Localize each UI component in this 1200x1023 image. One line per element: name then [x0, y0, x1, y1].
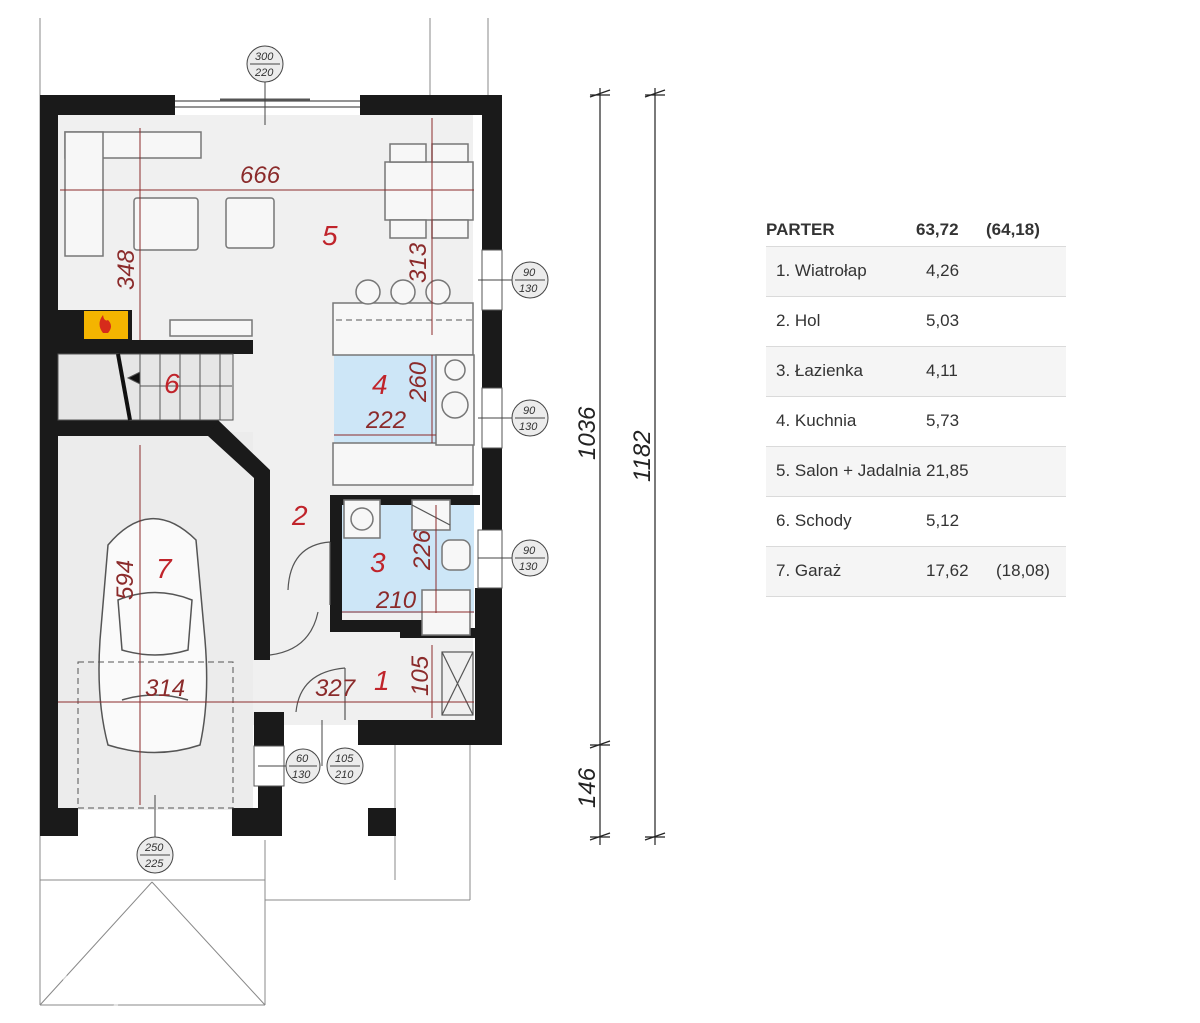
dim-garage-depth: 594 — [112, 560, 139, 600]
entry-door-width: 105 — [335, 753, 354, 765]
dim-bath-depth: 226 — [409, 529, 436, 571]
room-number-5: 5 — [322, 220, 338, 251]
room-number-3: 3 — [370, 547, 386, 578]
dim-bath-width: 210 — [375, 587, 417, 614]
room-name: 4. Kuchnia — [776, 411, 857, 430]
room-number-6: 6 — [164, 368, 180, 399]
room-name: 5. Salon + Jadalnia — [776, 461, 922, 480]
room-area: 17,62 — [926, 561, 969, 580]
room-area-alt: (18,08) — [996, 561, 1050, 580]
entry-window-height: 130 — [292, 769, 311, 781]
staircase — [57, 353, 234, 421]
dim-total-height: 1036 — [574, 406, 601, 460]
dimension-lines — [58, 118, 474, 805]
dim-vestibule-depth: 105 — [407, 655, 434, 696]
room-name: 1. Wiatrołap — [776, 261, 867, 280]
area-summary-table: PARTER 63,72 (64,18) 1. Wiatrołap 4,26 2… — [766, 214, 1066, 597]
table-row: 2. Hol 5,03 — [766, 297, 1066, 347]
room-name: 3. Łazienka — [776, 361, 863, 380]
garage-door-height: 225 — [144, 858, 164, 870]
dim-kuchnia-depth: 260 — [405, 361, 432, 403]
table-row: 3. Łazienka 4,11 — [766, 347, 1066, 397]
room-number-1: 1 — [374, 665, 390, 696]
room-area: 5,12 — [926, 511, 960, 530]
dim-kitchen-depth: 313 — [405, 242, 432, 283]
room-area: 4,26 — [926, 261, 960, 280]
opening-bubbles — [136, 45, 549, 874]
window1-width: 90 — [523, 267, 536, 279]
external-dimensions — [589, 88, 666, 845]
table-row: 4. Kuchnia 5,73 — [766, 397, 1066, 447]
terrace-door-height: 220 — [254, 67, 274, 79]
window3-height: 130 — [519, 561, 538, 573]
dim-salon-depth: 348 — [113, 249, 140, 290]
terrace-door-width: 300 — [255, 51, 274, 63]
dim-porch: 146 — [574, 767, 601, 808]
car-outline — [98, 517, 208, 754]
entry-door-height: 210 — [334, 769, 354, 781]
room-name: 7. Garaż — [776, 561, 842, 580]
entry-window-width: 60 — [296, 753, 309, 765]
table-row: 1. Wiatrołap 4,26 — [766, 247, 1066, 297]
room-area: 21,85 — [926, 461, 969, 480]
garage-door-width: 250 — [144, 842, 164, 854]
table-row: 5. Salon + Jadalnia 21,85 — [766, 447, 1066, 497]
summary-header: PARTER 63,72 (64,18) — [766, 214, 1066, 247]
watermark: najdom — [60, 958, 211, 1010]
room-number-4: 4 — [372, 369, 388, 400]
window2-height: 130 — [519, 421, 538, 433]
window1-height: 130 — [519, 283, 538, 295]
summary-total: 63,72 — [916, 220, 959, 239]
doors — [175, 98, 474, 720]
summary-rows: 1. Wiatrołap 4,26 2. Hol 5,03 3. Łazienk… — [766, 247, 1066, 597]
room-name: 2. Hol — [776, 311, 821, 330]
summary-total-alt: (64,18) — [986, 220, 1040, 239]
room-area: 5,73 — [926, 411, 960, 430]
dim-total-with-porch: 1182 — [629, 430, 656, 482]
room-area: 4,11 — [926, 361, 958, 380]
summary-title: PARTER — [766, 220, 835, 239]
table-row: 6. Schody 5,12 — [766, 497, 1066, 547]
window2-width: 90 — [523, 405, 536, 417]
room-name: 6. Schody — [776, 511, 852, 530]
dim-salon-width: 666 — [240, 162, 281, 189]
room-number-2: 2 — [291, 500, 308, 531]
table-row: 7. Garaż 17,62 (18,08) — [766, 547, 1066, 597]
dim-kuchnia-width: 222 — [365, 407, 406, 434]
flame-icon — [99, 315, 111, 333]
dim-vestibule-width: 327 — [315, 675, 357, 702]
room-area: 5,03 — [926, 311, 960, 330]
dim-garage-width: 314 — [145, 675, 185, 702]
room-number-7: 7 — [156, 553, 173, 584]
window3-width: 90 — [523, 545, 536, 557]
